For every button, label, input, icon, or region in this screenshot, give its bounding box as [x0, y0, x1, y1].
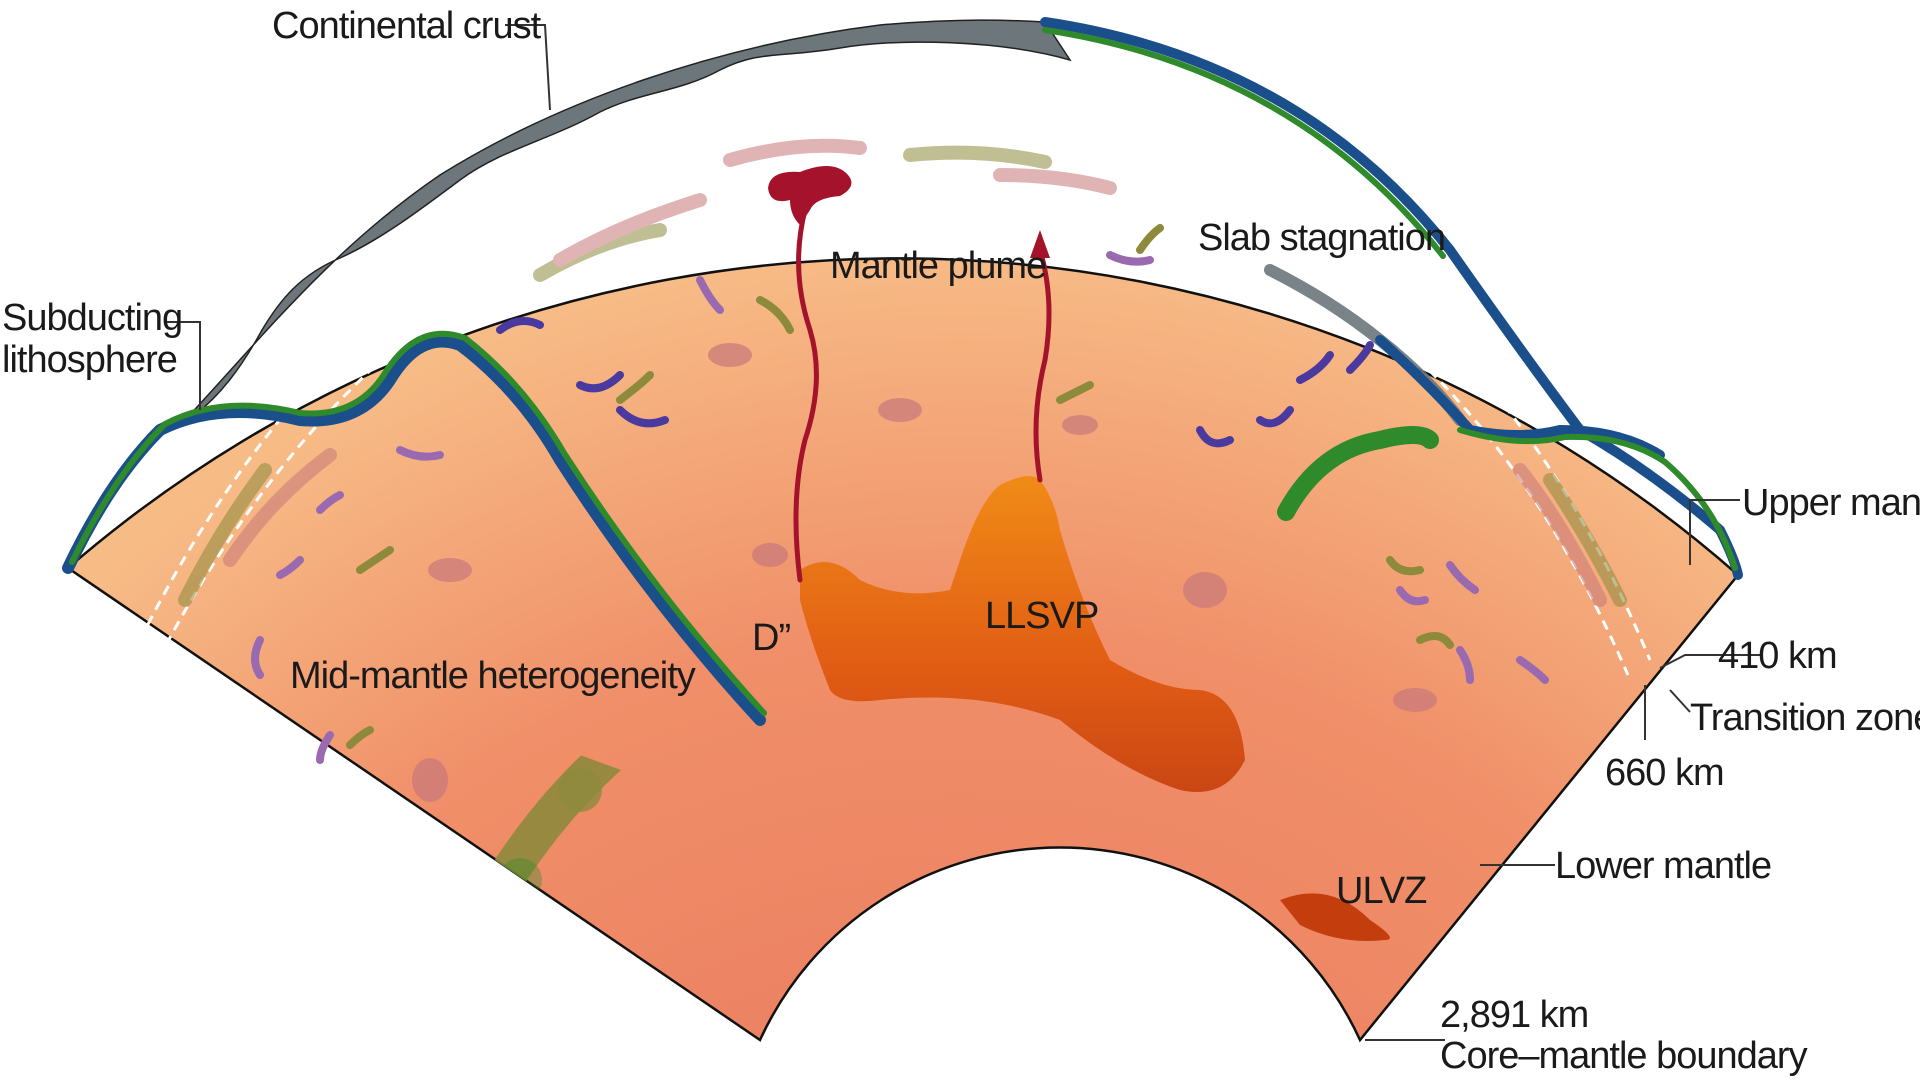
- label-mantle-plume: Mantle plume: [830, 245, 1046, 287]
- label-2891-km: 2,891 km: [1440, 994, 1588, 1036]
- label-lower-mantle: Lower mantle: [1555, 845, 1771, 887]
- leader-410: [1659, 654, 1760, 669]
- mid-mantle-heterogeneities: [251, 224, 1549, 764]
- label-slab-stagnation: Slab stagnation: [1198, 217, 1445, 259]
- mid-mantle-blobs: [412, 343, 1437, 802]
- llsvp-shape: [800, 476, 1245, 792]
- subducting-lithosphere-left: [62, 330, 767, 726]
- mantle-plume-conduit-2: [1033, 247, 1052, 483]
- line-410-km: [138, 120, 1652, 661]
- label-410-km: 410 km: [1718, 635, 1837, 677]
- label-660-km: 660 km: [1605, 752, 1724, 794]
- mantle-plume-conduit: [793, 207, 819, 583]
- label-mid-mantle: Mid-mantle heterogeneity: [290, 655, 696, 697]
- leader-continental-crust: [505, 24, 551, 111]
- label-continental-crust: Continental crust: [272, 5, 542, 47]
- label-upper-mantle: Upper mantle: [1742, 482, 1920, 524]
- ulvz-shape: [1280, 893, 1390, 941]
- mantle-plume-head: [768, 166, 852, 225]
- subducting-lithosphere-right: [1040, 17, 1743, 580]
- transition-zone-streaks: [178, 138, 1627, 607]
- label-cmb: Core–mantle boundary: [1440, 1035, 1808, 1077]
- label-subducting-2: lithosphere: [2, 339, 177, 381]
- label-transition-zone: Transition zone: [1690, 697, 1920, 739]
- label-d-double-prime: D”: [752, 617, 790, 659]
- leader-transition-zone: [1669, 689, 1691, 713]
- leader-upper-mantle: [1689, 499, 1740, 565]
- leader-subducting-lithosphere: [165, 321, 201, 410]
- label-ulvz: ULVZ: [1336, 870, 1427, 912]
- mantle-plume-tip: [1030, 230, 1050, 258]
- continental-crust: [184, 19, 1072, 421]
- label-subducting-1: Subducting: [2, 297, 182, 339]
- label-llsvp: LLSVP: [985, 595, 1098, 637]
